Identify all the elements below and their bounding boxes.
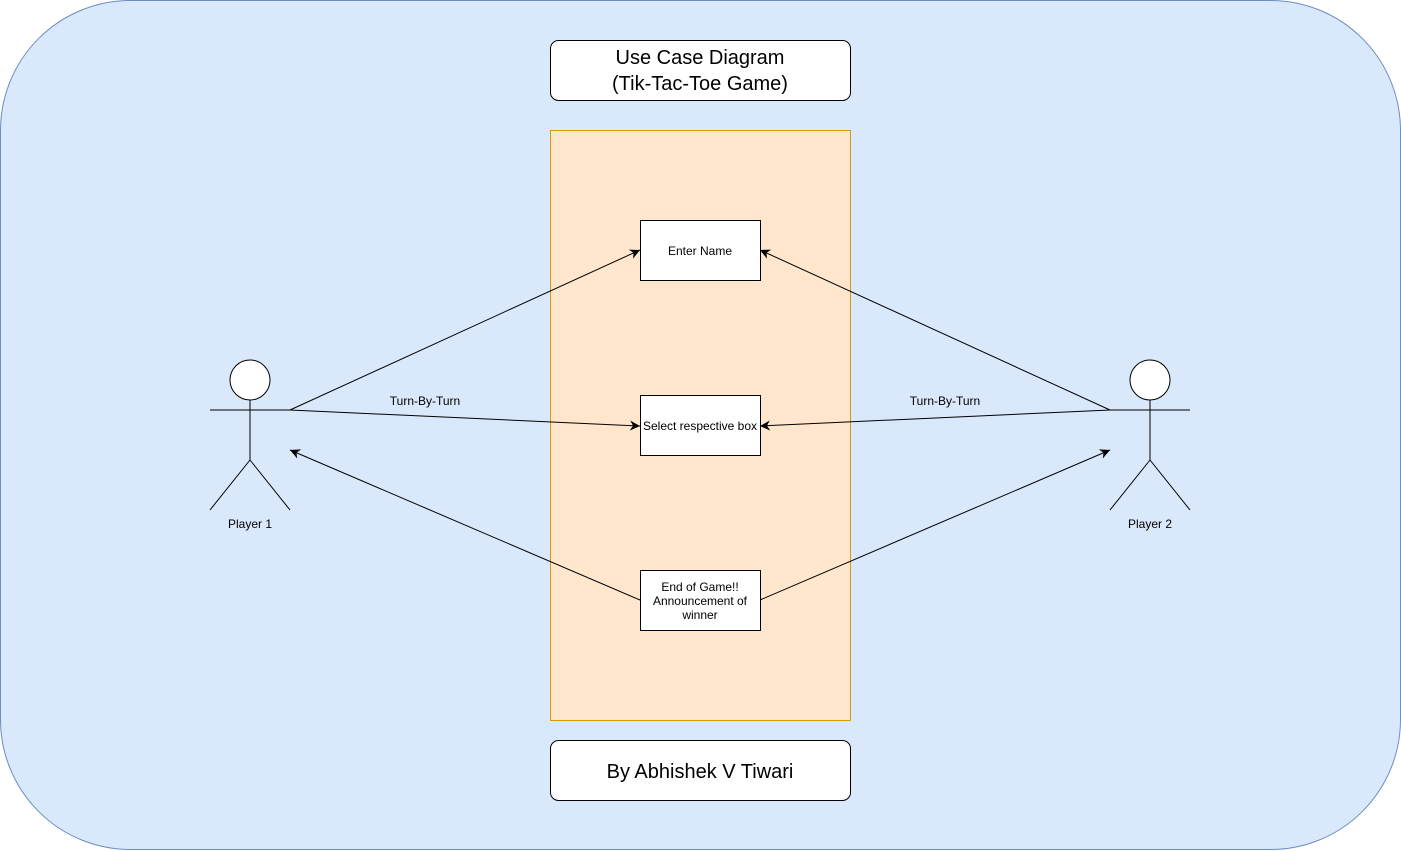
use-case-end-game[interactable]: End of Game!! Announcement of winner	[640, 570, 761, 631]
actor-head-icon	[1129, 359, 1171, 401]
title-box[interactable]	[550, 40, 851, 101]
actor-player-1[interactable]	[209, 359, 291, 511]
title-line-2: (Tik-Tac-Toe Game)	[612, 73, 788, 95]
edge-p1-enter-name[interactable]	[289, 249, 641, 411]
use-case-select-box[interactable]: Select respective box	[640, 395, 761, 456]
edge-p1-select-box[interactable]	[289, 409, 641, 431]
author-box[interactable]	[550, 740, 851, 801]
title-line-1: Use Case Diagram	[616, 47, 785, 69]
use-case-end-game-line-3: winner	[681, 608, 717, 622]
use-case-end-game-line-1: End of Game!!	[661, 580, 738, 594]
actor-head-icon	[229, 359, 271, 401]
edge-label-left: Turn-By-Turn	[390, 394, 460, 408]
edge-label-right: Turn-By-Turn	[910, 394, 980, 408]
actor-player-2[interactable]	[1109, 359, 1191, 511]
edge-p2-enter-name[interactable]	[759, 249, 1111, 411]
edge-end-game-p1[interactable]	[289, 449, 641, 601]
edge-end-game-p2[interactable]	[759, 449, 1111, 601]
edge-p2-select-box[interactable]	[759, 409, 1111, 431]
use-case-select-box-label: Select respective box	[643, 419, 757, 433]
actor-player-2-label: Player 2	[1128, 517, 1172, 531]
author-label: By Abhishek V Tiwari	[607, 761, 794, 783]
use-case-enter-name-label: Enter Name	[668, 244, 732, 258]
use-case-end-game-line-2: Announcement of	[653, 594, 748, 608]
use-case-enter-name[interactable]: Enter Name	[640, 220, 761, 281]
actor-player-1-label: Player 1	[228, 517, 272, 531]
